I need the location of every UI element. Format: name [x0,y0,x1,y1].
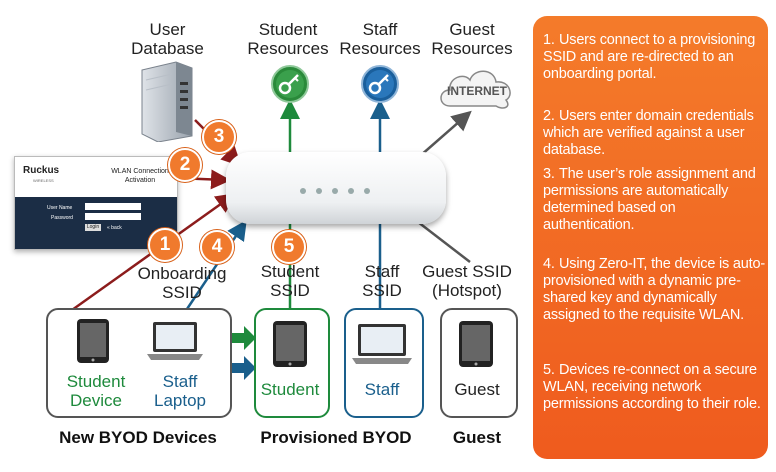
tablet-icon [77,319,109,363]
laptop-icon [147,322,203,360]
step-1: 1.Users connect to a provisioning SSID a… [543,32,756,82]
tablet-icon [459,321,493,367]
login-button[interactable]: Login [85,224,101,231]
password-input[interactable] [85,213,141,220]
label-guest-box: Guest [454,380,500,399]
label-provisioned-byod: Provisioned BYOD [260,428,412,447]
label-guest-ssid: Guest SSID(Hotspot) [422,262,512,300]
badge-5: 5 [272,230,306,264]
step-5: 5.Devices re-connect on a secure WLAN, r… [543,362,761,412]
portal-brand: Ruckus [23,165,60,176]
internet-label: INTERNET [447,84,507,98]
laptop-icon [352,324,412,364]
label-guest: Guest [452,428,502,447]
portal-brand-sub: WIRELESS [33,178,54,183]
line-guest-ssid [417,221,471,263]
arrow-zero-it [183,219,247,313]
tablet-icon [273,321,307,367]
badge-4: 4 [200,230,234,264]
step-4: 4.Using Zero-IT, the device is auto-prov… [543,256,765,323]
username-label: User Name [47,205,73,211]
transfer-arrow-green [228,326,256,350]
cloud-icon [440,70,511,109]
key-icon-blue [361,65,399,103]
step-2: 2.Users enter domain credentials which a… [543,108,754,158]
key-icon [271,65,309,103]
username-input[interactable] [85,203,141,210]
label-staff-box: Staff [364,380,400,399]
badge-3: 3 [202,120,236,154]
arrow-internet [419,110,472,157]
server-icon [141,61,193,142]
password-label: Password [51,215,73,221]
label-student-box: Student [260,380,320,399]
label-new-byod: New BYOD Devices [59,428,217,447]
router-icon [226,152,446,224]
badge-1: 1 [148,228,182,262]
transfer-arrow-blue [228,356,256,380]
badge-2: 2 [168,148,202,182]
step-3: 3.The user’s role assignment and permiss… [543,166,756,233]
back-link[interactable]: « back [107,225,122,231]
steps-panel: 1.Users connect to a provisioning SSID a… [533,16,768,459]
